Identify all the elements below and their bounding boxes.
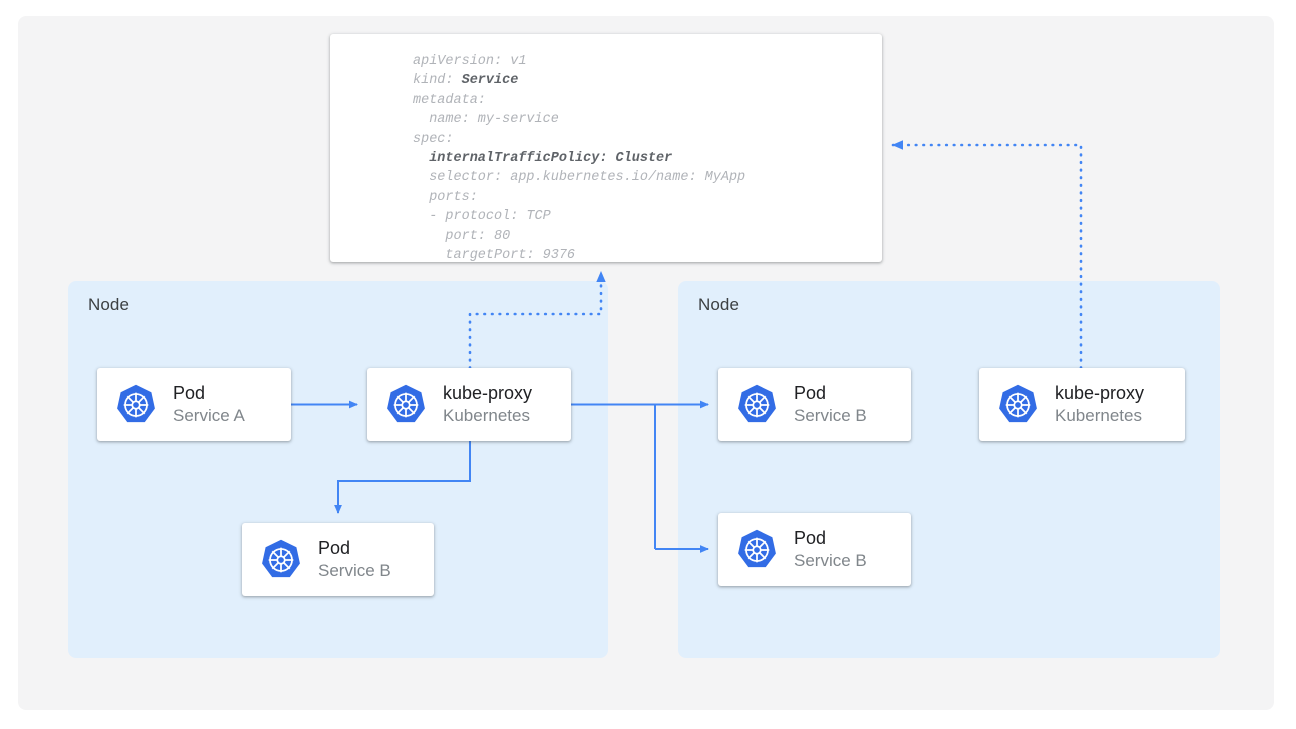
manifest-line-target-port: targetPort: 9376: [413, 248, 576, 262]
kubernetes-logo-icon: [387, 384, 425, 422]
node-label-right: Node: [698, 295, 740, 314]
manifest-line-port: port: 80: [413, 228, 511, 244]
card-text-block: kube-proxy Kubernetes: [1055, 382, 1144, 427]
manifest-line-kind-key: kind:: [413, 73, 462, 89]
card-pod-service-b-top[interactable]: Pod Service B: [718, 368, 911, 441]
manifest-line-internal-traffic-policy: internalTrafficPolicy: Cluster: [413, 151, 673, 167]
kubernetes-logo-icon: [738, 384, 776, 422]
kubernetes-logo-icon: [262, 539, 300, 577]
manifest-line-name: name: my-service: [413, 112, 559, 128]
card-subtitle: Service A: [173, 406, 245, 426]
node-label-left: Node: [88, 295, 130, 314]
card-title: Pod: [794, 528, 827, 549]
card-text-block: Pod Service B: [794, 527, 867, 572]
manifest-line-protocol: - protocol: TCP: [413, 209, 551, 225]
card-title: Pod: [794, 383, 827, 404]
card-text-block: kube-proxy Kubernetes: [443, 382, 532, 427]
manifest-line-metadata: metadata:: [413, 92, 486, 108]
service-manifest-card: apiVersion: v1 kind: Service metadata: n…: [330, 34, 882, 262]
card-kube-proxy-left[interactable]: kube-proxy Kubernetes: [367, 368, 571, 441]
card-subtitle: Kubernetes: [1055, 406, 1142, 426]
manifest-line-ports: ports:: [413, 189, 478, 205]
card-subtitle: Service B: [794, 406, 867, 426]
card-pod-service-b-left[interactable]: Pod Service B: [242, 523, 434, 596]
manifest-line-selector: selector: app.kubernetes.io/name: MyApp: [413, 170, 746, 186]
card-text-block: Pod Service B: [794, 382, 867, 427]
manifest-line-spec: spec:: [413, 131, 454, 147]
kubernetes-logo-icon: [999, 384, 1037, 422]
card-pod-service-b-bottom[interactable]: Pod Service B: [718, 513, 911, 586]
card-title: Pod: [173, 383, 206, 404]
card-text-block: Pod Service B: [318, 537, 391, 582]
card-title: Pod: [318, 538, 351, 559]
card-text-block: Pod Service A: [173, 382, 245, 427]
node-container-left: Node: [68, 281, 608, 658]
card-title: kube-proxy: [1055, 383, 1145, 404]
card-subtitle: Kubernetes: [443, 406, 530, 426]
manifest-line-kind-value: Service: [461, 73, 519, 89]
card-title: kube-proxy: [443, 383, 533, 404]
card-kube-proxy-right[interactable]: kube-proxy Kubernetes: [979, 368, 1185, 441]
service-manifest-code: apiVersion: v1 kind: Service metadata: n…: [413, 52, 745, 262]
card-pod-service-a[interactable]: Pod Service A: [97, 368, 291, 441]
kubernetes-logo-icon: [117, 384, 155, 422]
card-subtitle: Service B: [318, 561, 391, 581]
manifest-line-apiversion: apiVersion: v1: [413, 54, 527, 69]
card-subtitle: Service B: [794, 551, 867, 571]
node-container-right: Node: [678, 281, 1220, 658]
kubernetes-logo-icon: [738, 529, 776, 567]
